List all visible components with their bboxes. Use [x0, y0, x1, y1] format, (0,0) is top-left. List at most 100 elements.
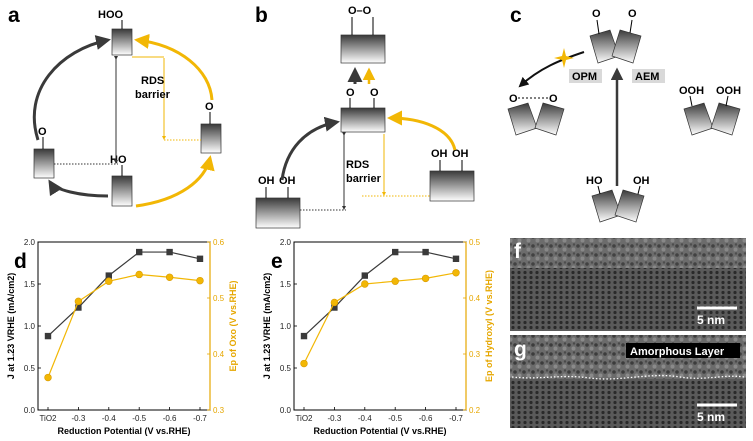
data-point-square [105, 272, 112, 279]
label-b-right-oh1: OH [431, 148, 448, 160]
x-tick-label: -0.6 [419, 414, 433, 423]
label-c-left-o2: O [549, 93, 558, 105]
label-c-bottom-oh: OH [633, 175, 650, 187]
label-o-right: O [205, 101, 214, 113]
arrow-b-left [280, 116, 340, 181]
panel-g-label: g [514, 338, 527, 361]
data-point-square [300, 332, 308, 340]
x-tick-label: -0.5 [132, 414, 146, 423]
x-tick-label: TiO2 [39, 414, 57, 423]
block-c-left-b [534, 102, 565, 136]
data-point-square [361, 272, 368, 279]
opm-label: OPM [572, 71, 597, 83]
data-point-circle [74, 297, 83, 306]
aem-badge [632, 69, 665, 83]
y2-tick-label: 0.3 [213, 406, 225, 415]
label-c-right-ooh2: OOH [716, 85, 741, 97]
label-c-right-ooh1: OOH [679, 85, 704, 97]
spark-icon [554, 48, 574, 68]
block-c-top-right [611, 29, 642, 64]
data-point-square [166, 248, 173, 256]
block-left [33, 148, 55, 179]
panel-e: e 0.00.51.01.52.00.20.30.40.5TiO2-0.3-0.… [262, 238, 494, 436]
y-tick-label: 0.5 [24, 364, 36, 373]
panel-f: f 5 nm [510, 238, 746, 331]
block-b-mid [340, 107, 386, 133]
block-c-right-a [683, 102, 714, 136]
data-point-square [44, 332, 52, 340]
label-o-left: O [38, 126, 47, 138]
series-line-0 [47, 251, 201, 337]
x-tick-label: -0.6 [163, 414, 177, 423]
block-right [200, 123, 222, 154]
panel-e-label: e [271, 250, 283, 273]
y2-tick-label: 0.3 [469, 350, 481, 359]
x-tick-label: -0.7 [193, 414, 207, 423]
arrow-right-up [134, 33, 214, 101]
rds-text-a-2: barrier [135, 89, 171, 101]
x-tick-label: -0.7 [449, 414, 463, 423]
label-b-right-oh2: OH [452, 148, 469, 160]
amorphous-label: Amorphous Layer [630, 346, 725, 358]
panel-d-label: d [14, 250, 27, 273]
panel-a: a HOO O O HO RDS barrier [8, 4, 222, 208]
data-point-circle [391, 277, 399, 285]
y-tick-label: 2.0 [280, 238, 292, 247]
rds-text-b-1: RDS [346, 159, 369, 171]
x-tick-label: -0.5 [388, 414, 402, 423]
y2-axis-label: Ep of Hydroxyl (V vs.RHE) [484, 270, 494, 382]
data-point-square [422, 248, 429, 256]
plot-frame [37, 241, 211, 411]
label-c-top-o2: O [628, 8, 637, 20]
block-b-left [255, 197, 301, 229]
data-point-circle [196, 276, 204, 285]
data-point-square [75, 304, 82, 311]
block-b-top [340, 34, 386, 64]
label-c-bottom-ho: HO [586, 175, 603, 187]
label-ho: HO [110, 154, 127, 166]
data-point-circle [361, 280, 369, 288]
block-b-right [429, 170, 475, 202]
amorphous-badge [626, 343, 740, 358]
data-point-circle [330, 298, 339, 307]
rds-text-b-2: barrier [346, 173, 382, 185]
panel-d: d 0.00.51.01.52.00.30.40.50.6TiO2-0.3-0.… [6, 238, 238, 436]
y2-tick-label: 0.6 [213, 238, 225, 247]
y2-tick-label: 0.5 [469, 238, 481, 247]
arrow-opm [518, 51, 585, 88]
x-tick-label: -0.4 [358, 414, 372, 423]
label-c-left-o1: O [509, 93, 518, 105]
x-axis-label: Reduction Potential (V vs.RHE) [313, 426, 446, 436]
opm-badge [569, 69, 602, 83]
y2-axis-label: Ep of Oxo (V vs.RHE) [228, 280, 238, 371]
label-b-mid-o1: O [346, 87, 355, 99]
panel-g: g Amorphous Layer 5 nm [510, 335, 746, 428]
y2-tick-label: 0.2 [469, 406, 481, 415]
series-line-1 [303, 272, 457, 364]
arrow-left-up [32, 35, 111, 141]
panel-a-label: a [8, 4, 20, 27]
y2-tick-label: 0.4 [213, 350, 225, 359]
interface-line [511, 374, 745, 380]
chart-d: 0.00.51.01.52.00.30.40.50.6TiO2-0.3-0.4-… [6, 238, 238, 436]
y-tick-label: 0.0 [24, 406, 36, 415]
y-tick-label: 1.0 [280, 322, 292, 331]
data-point-square [136, 248, 143, 256]
y-tick-label: 0.5 [280, 364, 292, 373]
label-c-top-o1: O [592, 8, 601, 20]
data-point-circle [135, 270, 143, 279]
x-tick-label: TiO2 [295, 414, 313, 423]
label-oo: O–O [348, 5, 372, 17]
scale-text-f: 5 nm [697, 313, 725, 327]
y-axis-label: J at 1.23 VRHE (mA/cm2) [262, 273, 272, 380]
data-point-circle [44, 373, 52, 382]
data-point-circle [421, 274, 430, 283]
data-point-circle [105, 277, 113, 285]
series-line-1 [47, 273, 201, 378]
panel-f-label: f [514, 240, 522, 263]
rds-text-a-1: RDS [141, 75, 164, 87]
y-axis-label: J at 1.23 VRHE (mA/cm2) [6, 273, 16, 380]
data-point-circle [165, 273, 174, 281]
block-bottom [111, 175, 133, 207]
